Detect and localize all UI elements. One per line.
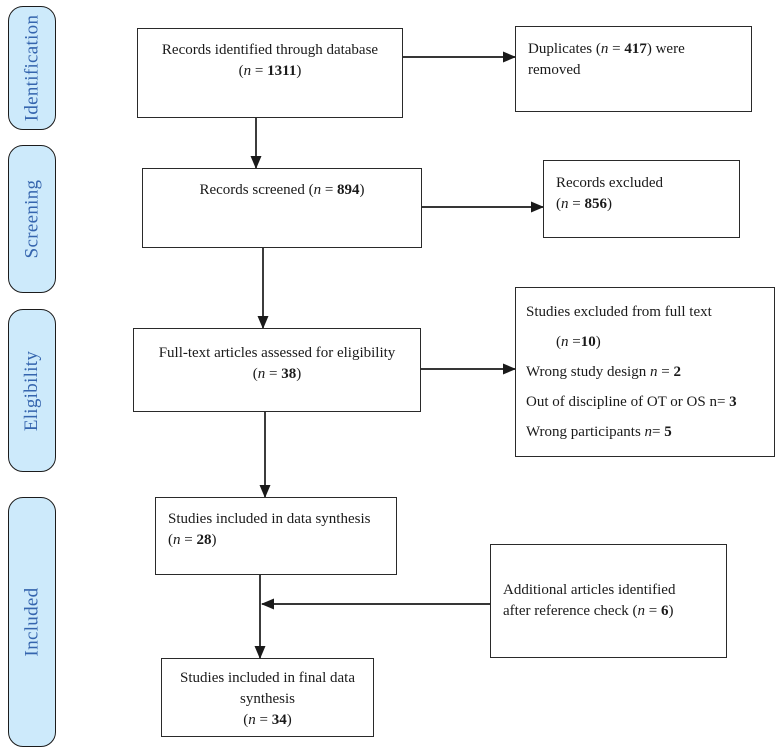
box-data-synthesis: Studies included in data synthesis (n = …: [155, 497, 397, 575]
box-text-line: Studies included in final data: [180, 670, 355, 686]
box-text-line: Studies excluded from full text: [526, 304, 712, 320]
box-text-line: Additional articles identified: [503, 582, 676, 598]
box-text-line: Duplicates (n = 417) were: [528, 41, 685, 57]
box-text-line: Records excluded: [556, 175, 664, 191]
box-text-line: Out of discipline of OT or OS n= 3: [526, 394, 737, 410]
box-fulltext-assessed: Full-text articles assessed for eligibil…: [133, 328, 421, 412]
box-text-line: Studies included in data synthesis: [168, 511, 371, 527]
box-text-line: after reference check (n = 6): [503, 603, 674, 619]
box-text-line: (n =10): [556, 334, 601, 350]
box-final-synthesis: Studies included in final data synthesis…: [161, 658, 374, 737]
box-records-excluded: Records excluded (n = 856): [543, 160, 740, 238]
box-text-line: (n = 856): [556, 196, 612, 212]
box-text-line: removed: [528, 62, 581, 78]
stage-tab-identification: Identification: [8, 6, 56, 130]
stage-label-identification: Identification: [21, 14, 42, 122]
stage-label-eligibility: Eligibility: [21, 350, 43, 431]
box-text-line: Records identified through database: [161, 42, 379, 58]
box-additional-articles: Additional articles identified after ref…: [490, 544, 727, 658]
box-text-line: (n = 34): [243, 712, 292, 728]
box-text-line: (n = 38): [252, 366, 302, 382]
box-text-line: Records screened (n = 894): [199, 182, 365, 198]
box-records-screened: Records screened (n = 894): [142, 168, 422, 248]
box-text-line: Full-text articles assessed for eligibil…: [158, 345, 396, 361]
box-duplicates-removed: Duplicates (n = 417) were removed: [515, 26, 752, 112]
box-text-line: Wrong study design n = 2: [526, 364, 681, 380]
box-text-line: synthesis: [239, 691, 295, 707]
stage-tab-eligibility: Eligibility: [8, 309, 56, 472]
stage-tab-screening: Screening: [8, 145, 56, 293]
box-records-identified: Records identified through database (n =…: [137, 28, 403, 118]
stage-label-included: Included: [21, 587, 42, 657]
box-studies-excluded-fulltext: Studies excluded from full text (n =10) …: [515, 287, 775, 457]
stage-tab-included: Included: [8, 497, 56, 747]
box-text-line: (n = 1311): [238, 63, 302, 79]
box-text-line: Wrong participants n= 5: [526, 424, 672, 440]
box-text-line: (n = 28): [168, 532, 217, 548]
stage-label-screening: Screening: [21, 179, 42, 259]
